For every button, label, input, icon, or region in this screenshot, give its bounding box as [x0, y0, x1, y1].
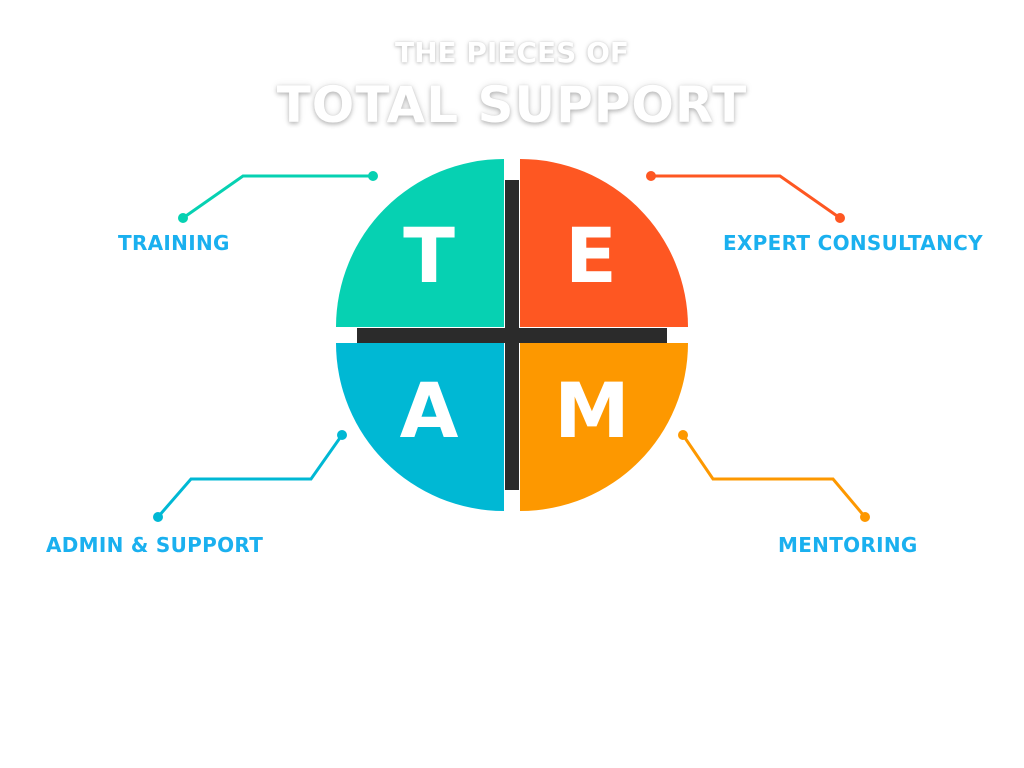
title: TOTAL SUPPORT [276, 76, 748, 134]
connector-dot [178, 213, 188, 223]
connector-dot [646, 171, 656, 181]
quadrant-top-left [336, 159, 504, 327]
letter-t: T [403, 211, 455, 300]
connector-dot [337, 430, 347, 440]
connector-mentoring [678, 430, 870, 522]
subtitle: THE PIECES OF [395, 36, 629, 69]
label-training: TRAINING [118, 231, 230, 255]
quadrant-top-right [520, 159, 688, 327]
vertical-divider [505, 180, 519, 490]
label-mentoring: MENTORING [778, 533, 918, 557]
connector-dot [678, 430, 688, 440]
connector-dot [153, 512, 163, 522]
connector-dot [835, 213, 845, 223]
connector-dot [368, 171, 378, 181]
letter-a: A [400, 366, 459, 455]
connector-admin-support [153, 430, 347, 522]
connector-dot [860, 512, 870, 522]
label-expert-consultancy: EXPERT CONSULTANCY [723, 231, 983, 255]
connector-expert-consultancy [646, 171, 845, 223]
quadrant-bottom-left [336, 343, 504, 511]
letter-e: E [565, 211, 617, 300]
connector-training [178, 171, 378, 223]
letter-m: M [554, 366, 630, 455]
label-admin-support: ADMIN & SUPPORT [46, 533, 264, 557]
quadrant-bottom-right [520, 343, 688, 511]
